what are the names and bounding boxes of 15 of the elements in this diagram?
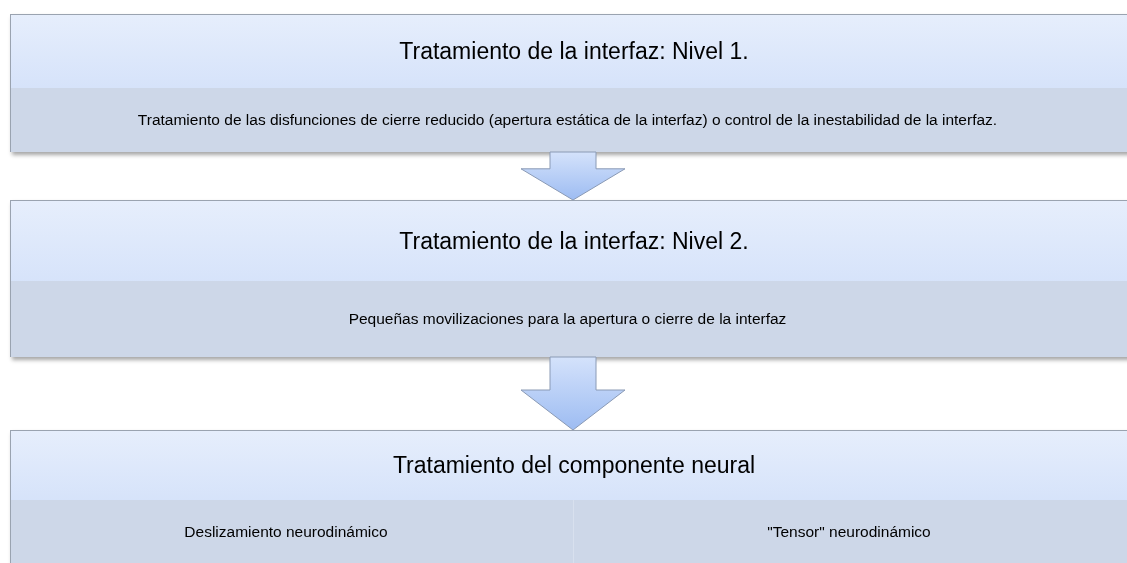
panel — [10, 14, 1127, 152]
content-band — [11, 500, 574, 563]
panel-title: Tratamiento del componente neural — [392, 451, 756, 481]
panel-title: Tratamiento de la interfaz: Nivel 1. — [399, 37, 749, 67]
band-text: "Tensor" neurodinámico — [767, 521, 931, 542]
block-arrow — [520, 151, 626, 201]
panel — [10, 200, 1127, 357]
band-text: Pequeñas movilizaciones para la apertura o cierre de la interfaz — [348, 309, 787, 329]
content-band — [11, 88, 1127, 152]
content-band — [11, 281, 1127, 357]
band-text: Deslizamiento neurodinámico — [184, 521, 388, 542]
panel — [10, 430, 1127, 563]
block-arrow — [520, 356, 626, 431]
band-text: Tratamiento de las disfunciones de cierre reducido (apertura estática de la interfaz) o control de la inestabilidad de la interfaz. — [137, 110, 998, 130]
panel-title: Tratamiento de la interfaz: Nivel 2. — [399, 226, 749, 256]
